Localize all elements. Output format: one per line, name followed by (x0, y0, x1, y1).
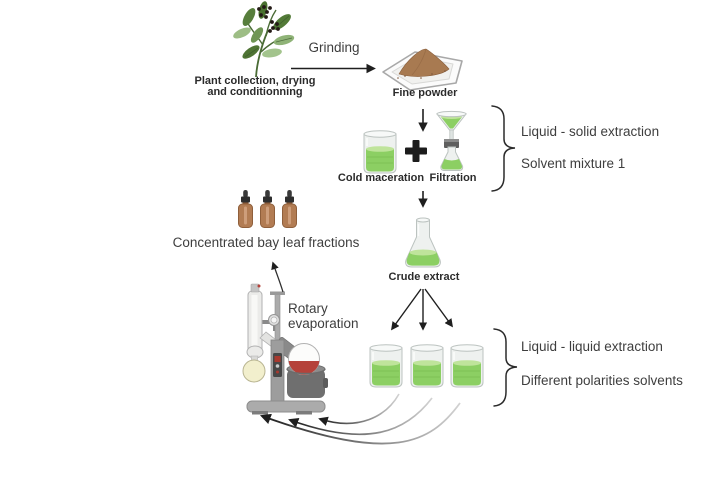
amber-bottle-icon-2 (260, 189, 275, 228)
cold-maceration-label: Cold maceration (337, 172, 425, 184)
separation-beaker-icon-3 (450, 343, 484, 388)
rotavap-to-fractions-arrow (271, 261, 284, 293)
fine-powder-label: Fine powder (392, 87, 458, 99)
liquid-liquid-bracket (493, 328, 518, 407)
separation-beaker-icon-1 (369, 343, 403, 388)
amber-bottle-icon-3 (282, 189, 297, 228)
solvent-mixture-label: Solvent mixture 1 (521, 156, 626, 171)
rotary-label-line2: evaporation (288, 316, 359, 331)
crude-extract-flask-icon (405, 217, 441, 268)
plant-label-line1: Plant collection, drying (194, 75, 316, 87)
crude-extract-label: Crude extract (388, 271, 460, 283)
plant-label: Plant collection, drying and conditionni… (194, 75, 316, 98)
cold-maceration-beaker-icon (363, 130, 397, 174)
liquid-solid-extraction-label: Liquid - solid extraction (521, 124, 660, 139)
bay-plant-icon (233, 1, 295, 78)
filtration-funnel-icon (435, 110, 468, 171)
polarities-solvents-label: Different polarities solvents (521, 373, 683, 388)
liquid-solid-bracket (491, 105, 516, 192)
plant-label-line2: and conditionning (207, 85, 303, 98)
separation-beaker-icon-2 (410, 343, 444, 388)
grinding-label: Grinding (308, 40, 360, 55)
beakers-to-rotavap-arrows (259, 393, 461, 445)
amber-bottle-icon-1 (238, 189, 253, 228)
liquid-liquid-extraction-label: Liquid - liquid extraction (521, 339, 663, 354)
crude-to-beakers-arrows (391, 288, 453, 331)
fractions-label: Concentrated bay leaf fractions (172, 235, 360, 250)
plus-icon (405, 140, 427, 162)
rotary-evaporator-icon (242, 283, 328, 415)
filtration-label: Filtration (429, 172, 477, 184)
fine-powder-plate-icon (382, 48, 463, 91)
rotary-evaporation-label: Rotary evaporation (288, 301, 359, 331)
rotary-label-line1: Rotary (288, 301, 328, 316)
